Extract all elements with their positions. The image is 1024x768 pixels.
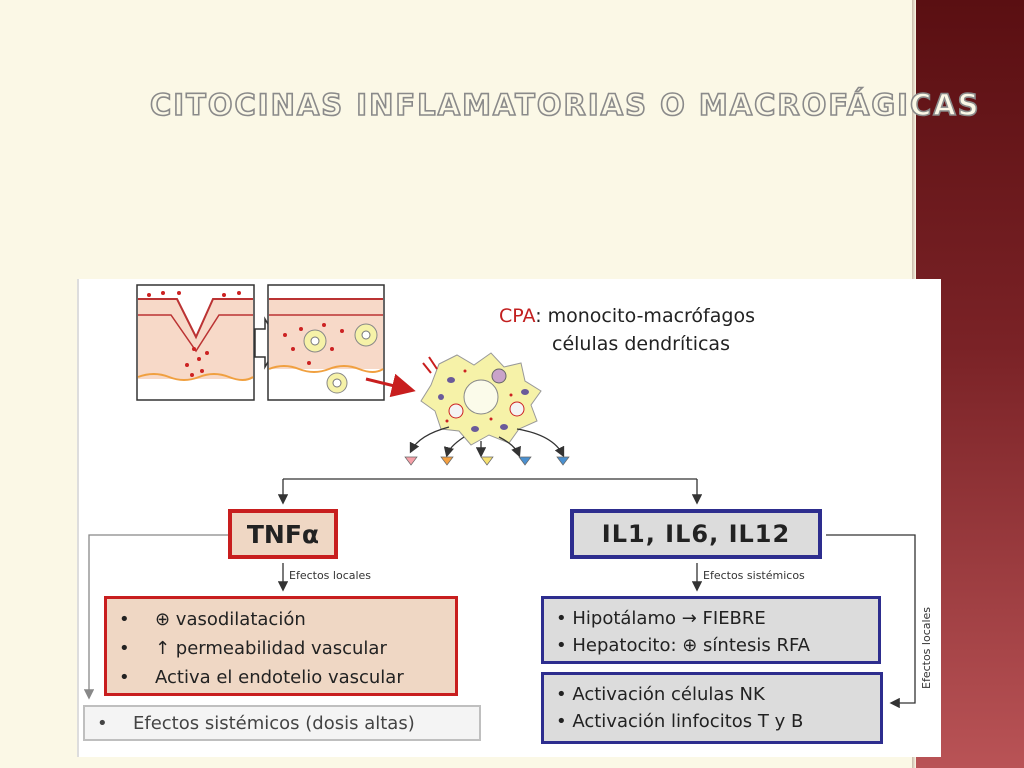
macrophage-cell — [420, 352, 542, 446]
tnf-effect-1: ⊕ vasodilatación — [155, 609, 306, 630]
il-systemic-effects-box: • Hipotálamo → FIEBRE • Hepatocito: ⊕ sí… — [541, 596, 881, 664]
bullet: • — [119, 667, 130, 688]
bullet: • — [119, 609, 130, 630]
bullet: • — [556, 684, 567, 705]
il-activation-effect-2: Activación linfocitos T y B — [572, 711, 804, 732]
il-activation-box: • Activación células NK • Activación lin… — [541, 672, 883, 744]
tnf-effect-2: ↑ permeabilidad vascular — [155, 638, 387, 659]
il-box: IL1, IL6, IL12 — [570, 509, 822, 559]
tnf-local-label: Efectos locales — [289, 569, 372, 582]
bullet: • — [556, 635, 567, 656]
tnf-effect-3: Activa el endotelio vascular — [155, 667, 404, 688]
tnf-effects-box: • ⊕ vasodilatación • ↑ permeabilidad vascu… — [104, 596, 458, 696]
il-systemic-label: Efectos sistémicos — [703, 569, 805, 582]
secretion-arrows — [409, 426, 565, 458]
tissue-panel-right — [254, 284, 385, 401]
list-item: • Hipotálamo → FIEBRE — [556, 605, 866, 632]
il-activation-effect-1: Activación células NK — [572, 684, 765, 705]
list-item: • Activa el endotelio vascular — [119, 663, 443, 692]
cpa-label: CPA — [499, 305, 536, 327]
list-item: • ⊕ vasodilatación — [119, 605, 443, 634]
cpa-line-1: CPA: monocito-macrófagos — [499, 305, 755, 327]
bullet: • — [556, 711, 567, 732]
il-local-label: Efectos locales — [920, 606, 933, 689]
il-systemic-effect-1: Hipotálamo → FIEBRE — [572, 608, 766, 629]
bullet: • — [119, 638, 130, 659]
tissue-panel-left — [136, 284, 255, 401]
diagram-graphics — [83, 284, 916, 709]
cytokine-diagram: CPA: monocito-macrófagos células dendrít… — [77, 279, 941, 757]
bullet: • — [97, 713, 108, 734]
slide-title: CITOCINAS INFLAMATORIAS O MACROFÁGICAS — [149, 87, 981, 123]
cpa-line-2: células dendríticas — [552, 333, 730, 355]
list-item: • Hepatocito: ⊕ síntesis RFA — [556, 632, 866, 659]
il-systemic-effect-2: Hepatocito: ⊕ síntesis RFA — [572, 635, 810, 656]
list-item: • Activación células NK — [556, 681, 868, 708]
list-item: • Activación linfocitos T y B — [556, 708, 868, 735]
tnf-box: TNFα — [228, 509, 338, 559]
list-item: • ↑ permeabilidad vascular — [119, 634, 443, 663]
tnf-systemic-box: • Efectos sistémicos (dosis altas) — [83, 705, 481, 741]
tnf-systemic-text: Efectos sistémicos (dosis altas) — [133, 713, 415, 734]
cpa-line1-text: : monocito-macrófagos — [535, 305, 755, 327]
cytokine-triangles — [404, 456, 570, 466]
bullet: • — [556, 608, 567, 629]
